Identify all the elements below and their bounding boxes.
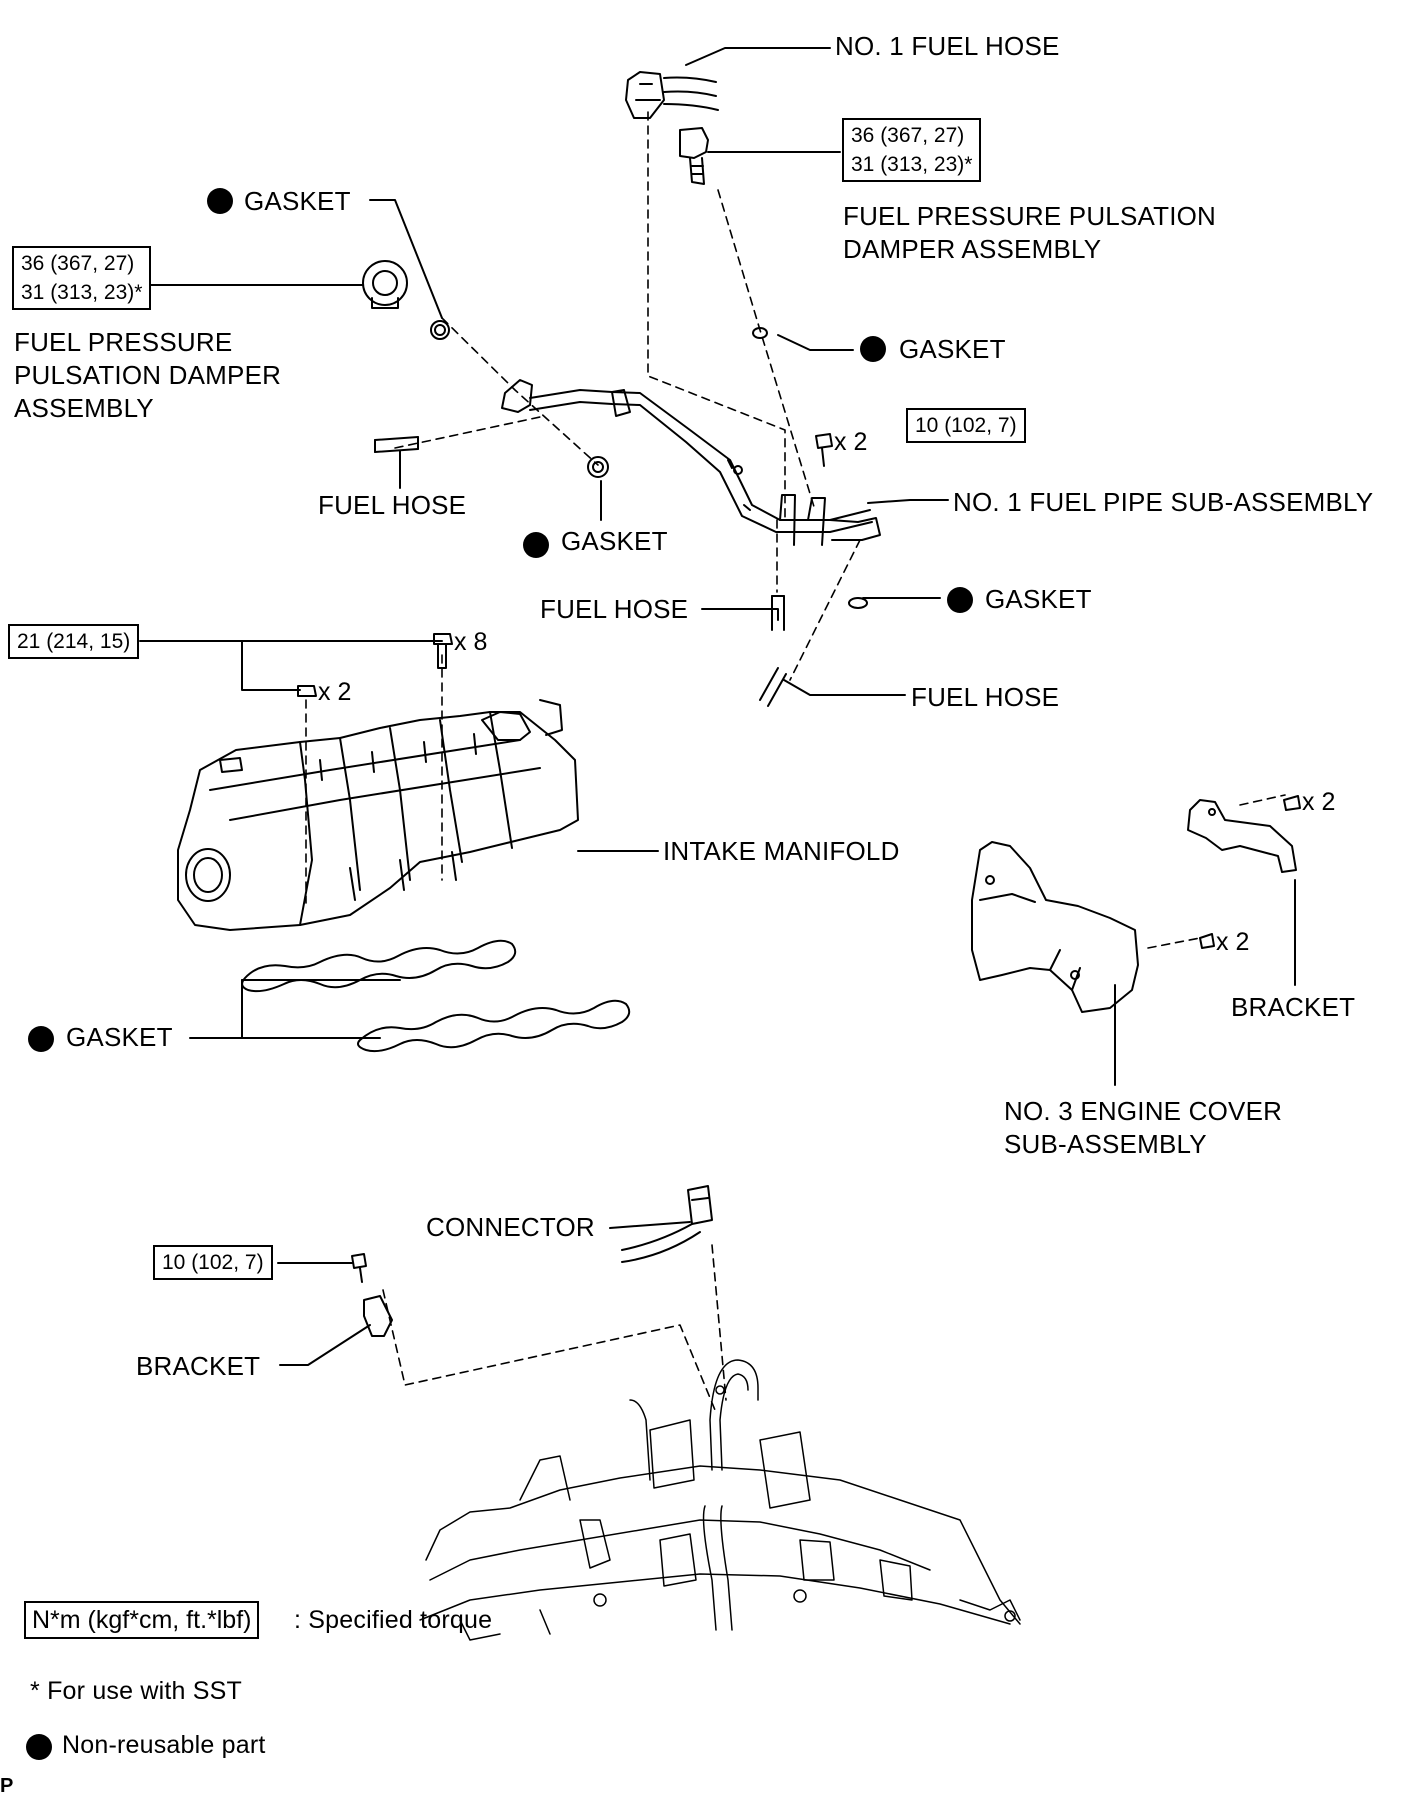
torque-bracket-lower: 10 (102, 7) [153,1245,273,1280]
manifold-bolt-art [297,633,453,697]
label-gasket-right: GASKET [985,584,1092,614]
bracket-lower-art [351,1253,393,1337]
nonreusable-dot-icon [860,336,886,362]
torque-pipe-bolts: 10 (102, 7) [906,408,1026,443]
count-cover-bolts: x 2 [1216,928,1250,956]
nonreusable-dot-icon [947,587,973,613]
label-bracket-lower: BRACKET [136,1351,261,1381]
dashed-lines [305,111,1286,1411]
fuel-hose-left-art [374,436,419,453]
engine-block-art [419,1359,1021,1641]
intake-manifold-art [177,699,579,931]
label-fuel-hose-lower: FUEL HOSE [911,682,1060,712]
torque-damper-left: 36 (367, 27) 31 (313, 23)* [12,246,152,310]
pipe-bolt-art [815,433,833,467]
bracket-right-art [1187,795,1301,873]
nonreusable-dot-icon [28,1026,54,1052]
label-fuel-hose-middle: FUEL HOSE [540,594,689,624]
count-manifold-nuts: x 2 [318,678,352,706]
count-pipe-bolts: x 2 [834,428,868,456]
damper-left-art [362,260,408,309]
no1-fuel-hose-art [625,71,719,119]
nonreusable-dot-icon [26,1734,52,1760]
label-fuel-pressure-damper-left: FUEL PRESSURE PULSATION DAMPER ASSEMBLY [14,327,282,423]
manifold-gasket-art [241,939,631,1053]
label-fuel-hose-left: FUEL HOSE [318,490,467,520]
label-no3-engine-cover: NO. 3 ENGINE COVER SUB-ASSEMBLY [1004,1096,1283,1159]
label-gasket-top-left: GASKET [244,186,351,216]
label-gasket-manifold: GASKET [66,1022,173,1052]
legend-torque-text: : Specified torque [294,1606,493,1634]
fuel-hose-lower-art [759,667,787,707]
nonreusable-dot-icon [207,188,233,214]
label-bracket-right: BRACKET [1231,992,1356,1022]
count-manifold-bolts: x 8 [454,628,488,656]
count-bracket-bolts: x 2 [1302,788,1336,816]
gasket-rings [430,320,868,609]
legend-nonreusable: Non-reusable part [62,1731,266,1759]
label-connector: CONNECTOR [426,1212,595,1242]
label-no1-fuel-hose: NO. 1 FUEL HOSE [835,31,1060,61]
label-gasket-center: GASKET [561,526,668,556]
damper-right-art [679,127,709,185]
fuel-hose-mid-art [771,595,785,631]
legend-sst-note: * For use with SST [30,1677,242,1705]
label-no1-fuel-pipe: NO. 1 FUEL PIPE SUB-ASSEMBLY [953,487,1374,517]
label-intake-manifold: INTAKE MANIFOLD [663,836,900,866]
engine-cover-art [971,841,1215,1013]
leader-lines [139,47,1296,1366]
torque-damper-right: 36 (367, 27) 31 (313, 23)* [842,118,982,182]
label-gasket-upper-right: GASKET [899,334,1006,364]
connector-art [621,1185,713,1263]
label-fuel-pressure-damper-right: FUEL PRESSURE PULSATION DAMPER ASSEMBLY [843,201,1217,264]
legend-torque-box: N*m (kgf*cm, ft.*lbf) [24,1601,260,1639]
fuel-pipe-art [501,379,881,546]
page-mark: P [0,1775,14,1797]
nonreusable-dot-icon [523,532,549,558]
torque-manifold: 21 (214, 15) [8,624,140,659]
